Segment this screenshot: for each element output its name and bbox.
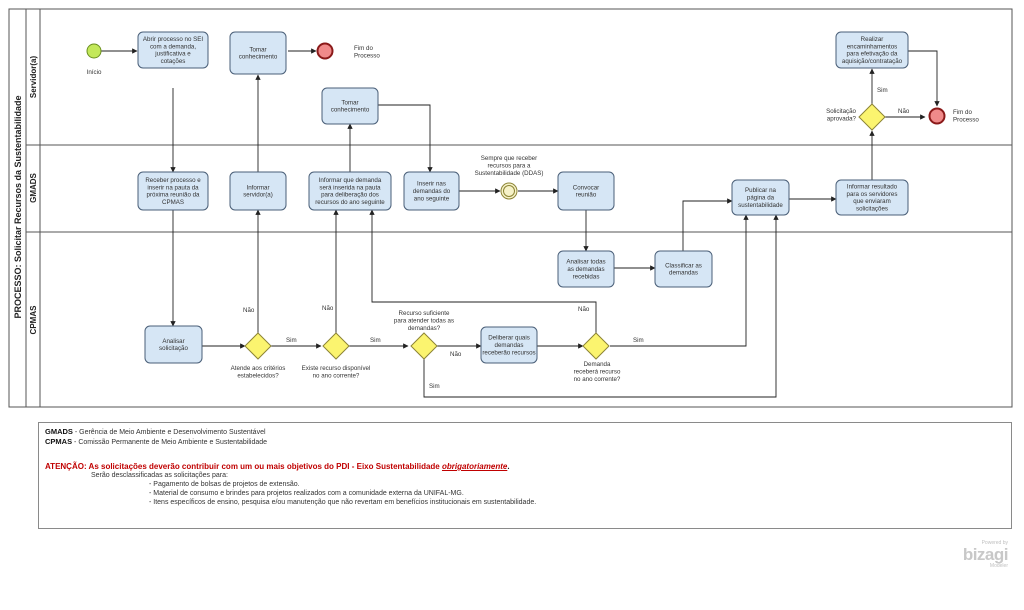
- flow-label-g1-yes: Sim: [286, 337, 297, 344]
- flow-label-g3-no: Não: [450, 351, 462, 358]
- note-gmads-def: - Gerência de Meio Ambiente e Desenvolvi…: [72, 429, 266, 436]
- attention-note: ATENÇÃO: As solicitações deverão contrib…: [45, 462, 1005, 471]
- gateway-solicitacao-aprovada: [858, 103, 886, 131]
- lane-gmads: GMADS: [29, 172, 38, 202]
- attention-emphasis: obrigatoriamente: [441, 462, 508, 471]
- gateway-demanda-recurso: [582, 332, 610, 360]
- lane-servidor: Servidor(a): [29, 56, 38, 99]
- bizagi-logo: Powered by bizagi Modeler: [958, 540, 1009, 569]
- end-event-1: [316, 42, 334, 60]
- end-event-2: [928, 107, 946, 125]
- notes-box: GMADS - Gerência de Meio Ambiente e Dese…: [38, 422, 1012, 529]
- flow-label-g3-yes: Sim: [429, 383, 440, 390]
- bizagi-powered: Powered by: [981, 540, 1008, 546]
- disqualify-intro: Serão desclassificadas as solicitações p…: [91, 472, 228, 479]
- lane-cpmas: CPMAS: [29, 305, 38, 335]
- start-event: [86, 43, 102, 59]
- note-cpmas-abbr: CPMAS: [45, 437, 73, 446]
- flow-label-g5-yes: Sim: [877, 87, 888, 94]
- flow-label-g2-no: Não: [322, 305, 334, 312]
- attention-label: ATENÇÃO:: [45, 462, 87, 471]
- sequence-flows: [101, 48, 940, 398]
- bizagi-brand: bizagi: [962, 545, 1009, 564]
- pool-title: PROCESSO: Solicitar Recursos da Sustenta…: [13, 95, 23, 318]
- gateway-recurso-suficiente: [410, 332, 438, 360]
- note-gmads: GMADS - Gerência de Meio Ambiente e Dese…: [45, 427, 1005, 437]
- start-event-label: Início: [87, 69, 102, 76]
- attention-end: .: [507, 462, 510, 471]
- attention-text: As solicitações deverão contribuir com u…: [86, 462, 442, 471]
- flow-label-g1-no: Não: [243, 307, 255, 314]
- disqualify-item: - Pagamento de bolsas de projetos de ext…: [149, 481, 300, 488]
- bizagi-product: Modeler: [989, 563, 1008, 569]
- note-cpmas: CPMAS - Comissão Permanente de Meio Ambi…: [45, 437, 1005, 447]
- flow-label-g2-yes: Sim: [370, 337, 381, 344]
- disqualify-item: - Material de consumo e brindes para pro…: [149, 490, 464, 497]
- gateway-criterios: [244, 332, 272, 360]
- flow-label-g4-no: Não: [578, 306, 590, 313]
- note-cpmas-def: - Comissão Permanente de Meio Ambiente e…: [72, 439, 268, 446]
- gateway-recurso-disponivel: [322, 332, 350, 360]
- disqualify-item: - Itens específicos de ensino, pesquisa …: [149, 499, 537, 506]
- process-diagram: PROCESSO: Solicitar Recursos da Sustenta…: [8, 8, 1013, 408]
- note-gmads-abbr: GMADS: [45, 427, 73, 436]
- flow-label-g5-no: Não: [898, 108, 910, 115]
- flow-label-g4-yes: Sim: [633, 337, 644, 344]
